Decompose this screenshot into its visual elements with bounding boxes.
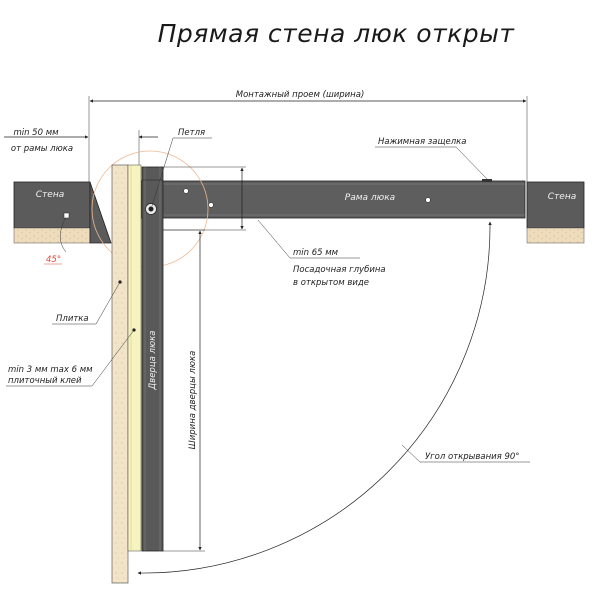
min50-label-line2: от рамы люка [11, 144, 73, 154]
glue-layer [127, 164, 142, 552]
frame-label-bg [338, 191, 412, 203]
wall-left-label: Стена [36, 190, 64, 200]
depth-leader [257, 219, 291, 259]
wall-right [526, 181, 585, 229]
open-angle-label: Угол открывания 90° [425, 452, 520, 462]
hatch-frame [139, 180, 526, 219]
door-width-label: Ширина дверцы люка [188, 351, 198, 450]
door-label: Дверца люка [148, 331, 158, 391]
frame-screw-2 [208, 202, 214, 208]
frame-screw-1 [183, 188, 189, 194]
latch-leader [455, 146, 489, 181]
tile-label: Плитка [56, 314, 89, 324]
glue-label-line1: min 3 мм max 6 мм [8, 365, 93, 375]
tile-leader [95, 281, 121, 325]
min50-label-line1: min 50 мм [13, 128, 59, 138]
depth-label-line2: Посадочная глубина [293, 265, 386, 275]
wall-left [13, 181, 91, 229]
open-angle-arc [137, 221, 492, 575]
page-title: Прямая стена люк открыт [158, 19, 516, 48]
depth-label-line1: min 65 мм [293, 248, 339, 258]
depth-label-line3: в открытом виде [293, 278, 369, 288]
wall-right-label: Стена [548, 192, 576, 202]
frame-screw-3 [425, 197, 431, 203]
wall-left-plaster [13, 227, 91, 244]
angle45-marker [63, 212, 70, 219]
opening-width-label: Монтажный проем (ширина) [236, 90, 365, 100]
glue-leader-dot [132, 328, 136, 332]
latch-label: Нажимная защелка [378, 137, 467, 147]
hinge-leader [151, 137, 174, 207]
frame-label: Рама люка [345, 193, 395, 203]
open-angle-leader [401, 444, 421, 463]
tile-layer [111, 164, 129, 584]
angle45-label: 45° [46, 255, 61, 265]
latch-mark [482, 179, 492, 182]
glue-label-line2: плиточный клей [8, 376, 82, 386]
angle45-arc [60, 214, 68, 253]
hinge-pin [148, 206, 154, 212]
glue-leader [91, 329, 135, 387]
wall-right-plaster [526, 227, 585, 244]
wall-left-chamfer [89, 181, 112, 244]
hinge-label: Петля [178, 128, 205, 138]
tile-leader-dot [118, 280, 122, 284]
